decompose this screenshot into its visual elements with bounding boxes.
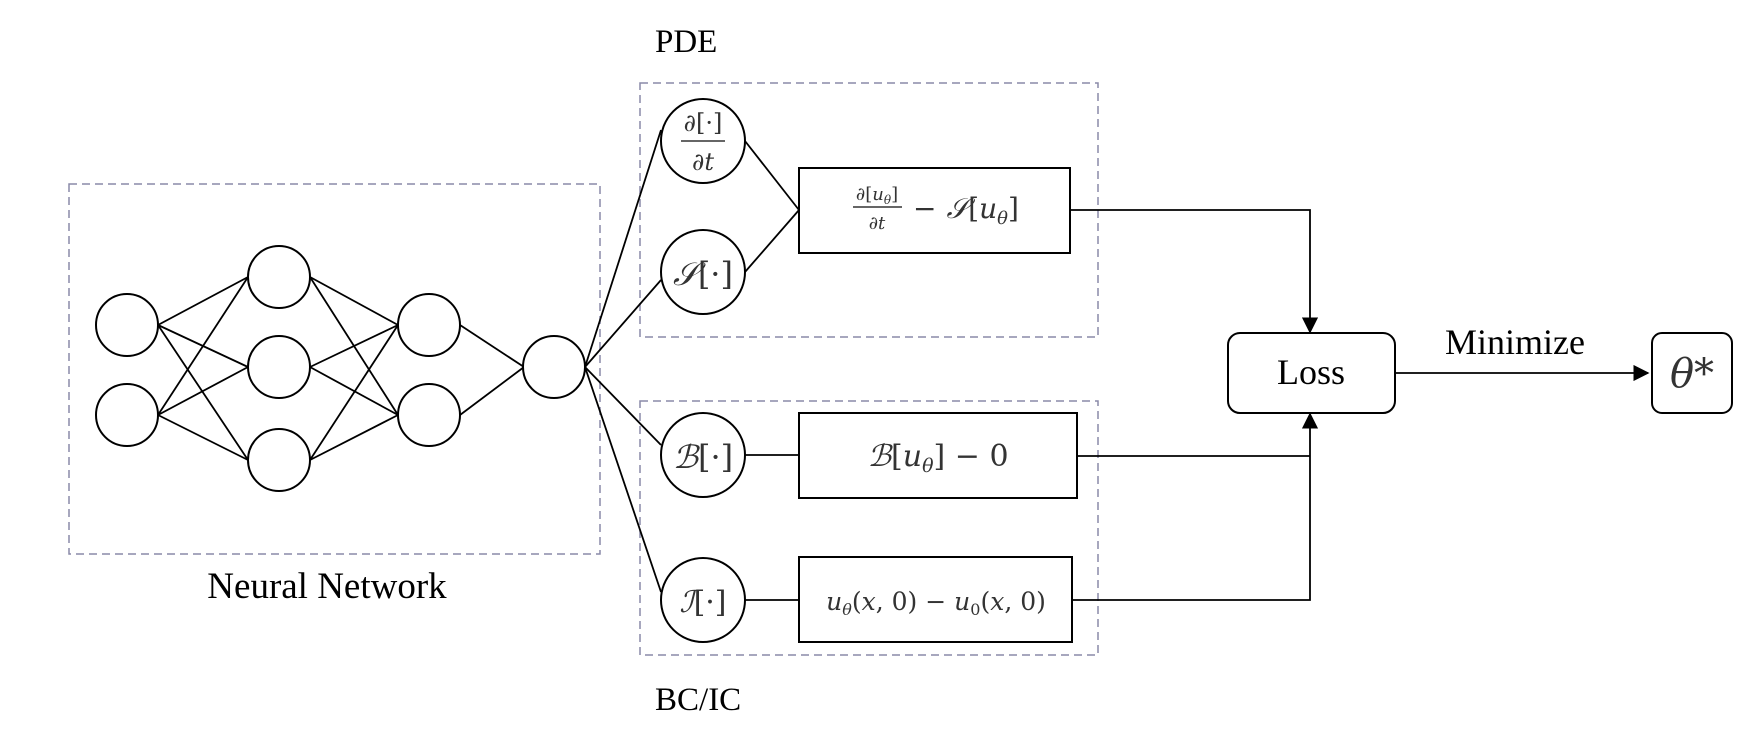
input-node [95,293,159,357]
network-nodes [95,245,586,492]
pde-residual-box [798,167,1071,254]
bcic-frame [639,400,1099,656]
initial-residual-box [798,556,1073,643]
svg-text:∂t: ∂t [692,148,714,176]
boundary-residual-glyph: ℬ[uθ] − 0 [867,439,1008,477]
hidden-node [397,383,461,447]
hidden-node [397,293,461,357]
neural-network-frame [68,183,601,555]
initial-operator [660,557,746,643]
output-node [522,335,586,399]
loss-box [1227,332,1396,414]
hidden-node [247,428,311,492]
boundary-residual-box [798,412,1078,499]
loss-connectors [1070,209,1319,601]
output-edges [584,129,662,593]
hidden-node [247,245,311,309]
initial-glyph: ℐ[·] [679,585,726,620]
hidden-node [247,335,311,399]
theta-star-box [1651,332,1733,414]
svg-text:∂[uθ]: ∂[uθ] [856,184,898,207]
source-glyph: 𝒮[·] [673,255,733,293]
loss-label: Loss [1277,352,1345,392]
source-operator [660,229,746,315]
time-derivative-glyph: ∂[·] ∂t [681,109,725,176]
boundary-glyph: ℬ[·] [673,438,733,476]
operator-edges [744,140,800,601]
bcic-label: BC/IC [655,682,741,718]
neural-network-label: Neural Network [207,566,447,607]
pde-residual-rhs: −𝒮[uθ] [913,192,1019,229]
theta-star-label: θ* [1670,351,1714,397]
pde-label: PDE [655,24,717,60]
boundary-operator [660,412,746,498]
input-node [95,383,159,447]
svg-text:∂t: ∂t [869,213,886,234]
network-edges [157,276,525,461]
initial-residual-glyph: uθ(x, 0) − u0(x, 0) [826,587,1046,619]
svg-text:∂[·]: ∂[·] [684,109,723,137]
minimize-label: Minimize [1445,322,1585,362]
